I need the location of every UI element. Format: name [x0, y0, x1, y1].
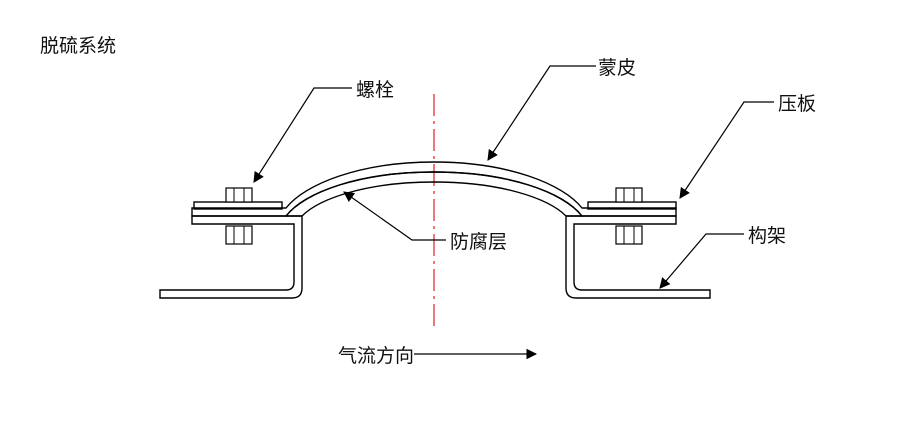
airflow-label: 气流方向: [338, 345, 414, 367]
leader-anticorrosion: [343, 191, 446, 241]
bolt-label: 螺栓: [356, 79, 394, 101]
bolt-left: [225, 187, 253, 245]
bolt-right: [615, 187, 643, 245]
title-label: 脱硫系统: [40, 35, 116, 57]
leader-skin: [487, 65, 596, 161]
anticorrosion-label: 防腐层: [450, 231, 507, 253]
plate-label: 压板: [778, 93, 816, 115]
skin-layer: [191, 161, 677, 217]
leader-plate: [679, 101, 774, 199]
leader-frame: [659, 233, 744, 289]
frame-label: 构架: [748, 225, 786, 247]
skin-label: 蒙皮: [598, 57, 636, 79]
leader-bolt: [253, 87, 352, 183]
